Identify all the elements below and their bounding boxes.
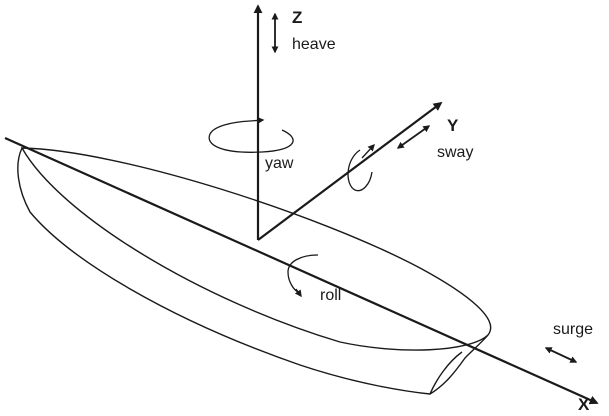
ship-hull xyxy=(17,147,492,395)
roll-rotation-arrow xyxy=(287,254,319,298)
hull-side xyxy=(17,147,489,395)
yaw-label: yaw xyxy=(265,155,294,172)
sway-label: sway xyxy=(437,144,473,161)
surge-label: surge xyxy=(553,321,593,338)
z-axis-label: Z xyxy=(292,8,302,27)
x-axis-label: X xyxy=(578,395,590,414)
surge-double-arrow xyxy=(544,347,578,363)
pitch-rotation-arrow xyxy=(347,143,375,192)
keel-line xyxy=(429,351,463,395)
roll-label: roll xyxy=(320,287,341,304)
yaw-rotation-arrow xyxy=(208,116,294,153)
y-axis-label: Y xyxy=(447,116,459,135)
deck-outline xyxy=(20,147,492,351)
x-axis-line xyxy=(4,136,599,405)
heave-label: heave xyxy=(292,36,336,53)
sway-double-arrow xyxy=(396,125,431,149)
